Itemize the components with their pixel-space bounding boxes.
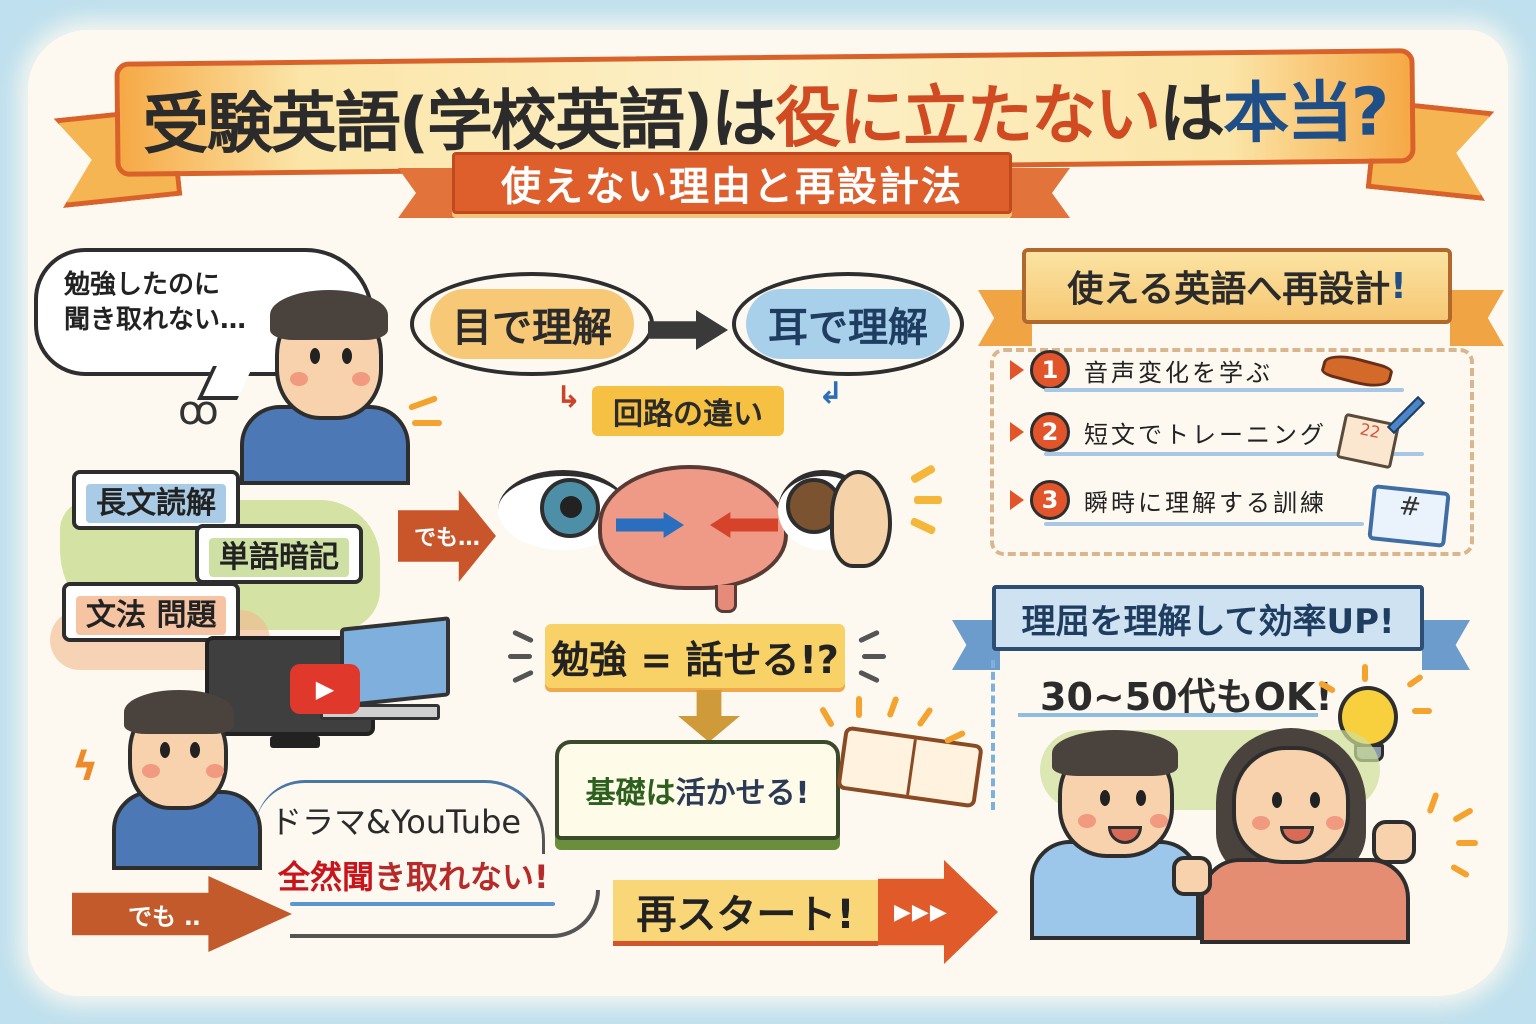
age-ok-label: 30~50代もOK!	[1040, 675, 1333, 719]
cheek	[290, 372, 308, 386]
cheek	[1326, 816, 1344, 830]
study-equals-speak-question: 勉強 = 話せる!?	[545, 624, 845, 688]
fist-icon	[1172, 856, 1212, 896]
speech-line-2: 聞き取れない…	[64, 305, 247, 336]
step-item-2: 2 短文でトレーニング	[1010, 412, 1327, 452]
eye	[342, 348, 352, 364]
eye-understanding-oval: 目で理解	[410, 272, 654, 376]
triangle-bullet-icon	[1010, 360, 1024, 380]
cheek	[1252, 816, 1270, 830]
title-part-really: 本当?	[1222, 72, 1388, 152]
efficiency-banner: 理屈を理解して効率UP!	[992, 585, 1424, 651]
raised-fist-icon	[1372, 820, 1416, 864]
tag-grammar-questions: 文法 問題	[62, 582, 241, 642]
subtitle-banner: 使えない理由と再設計法	[452, 152, 1012, 214]
eye	[190, 742, 200, 758]
cheek	[206, 764, 224, 778]
steps-list-box	[990, 348, 1474, 556]
shock-lightning-icon: ϟ	[72, 744, 99, 790]
dashed-connector	[991, 660, 995, 810]
restart-label: 再スタート!	[613, 880, 878, 946]
circuit-difference-label: 回路の違い	[592, 386, 784, 436]
step-label: 短文でトレーニング	[1084, 420, 1327, 449]
step-item-3: 3 瞬時に理解する訓練	[1010, 480, 1327, 520]
cheek	[1078, 814, 1096, 828]
eye	[1272, 792, 1282, 808]
title-part-particle: は	[1158, 74, 1224, 153]
open-book-basics: 基礎は活かせる!	[555, 740, 840, 840]
triangle-bullet-icon	[1010, 490, 1024, 510]
hair	[124, 690, 234, 734]
tag-vocab-memorization: 単語暗記	[195, 524, 363, 584]
pupil	[560, 496, 582, 518]
step-underline	[1044, 388, 1404, 392]
ear-icon	[830, 470, 892, 568]
eye	[1100, 790, 1110, 806]
subtitle-text: 使えない理由と再設計法	[501, 164, 963, 210]
age-underline	[1018, 713, 1318, 717]
triangle-bullet-icon	[1010, 422, 1024, 442]
head	[1232, 746, 1350, 864]
confusion-swirl-icon: ꝏ	[178, 388, 219, 434]
cardigan	[1200, 858, 1410, 944]
step-number-badge: 2	[1030, 412, 1070, 452]
title-part-useless: 役に立たない	[774, 75, 1160, 157]
cheek	[142, 764, 160, 778]
cheek	[1150, 814, 1168, 828]
step-number-badge: 3	[1030, 480, 1070, 520]
curve-arrow-red-icon: ↳	[556, 380, 582, 415]
video-play-icon: ▶	[290, 664, 360, 714]
hair	[270, 290, 388, 340]
curved-connector	[290, 890, 600, 938]
cant-hear-at-all: 全然聞き取れない!	[278, 858, 549, 896]
speech-line-1: 勉強したのに	[64, 270, 221, 300]
step-label: 音声変化を学ぶ	[1084, 358, 1273, 387]
triple-play-icon: ▶▶▶	[894, 899, 948, 925]
cheek	[352, 372, 370, 386]
eye	[1310, 792, 1320, 808]
ear-understanding-oval: 耳で理解	[732, 272, 964, 376]
step-underline	[1044, 452, 1424, 456]
step-label: 瞬時に理解する訓練	[1084, 488, 1327, 517]
tv-stand	[270, 736, 320, 748]
eye	[310, 348, 320, 364]
step-underline	[1044, 522, 1364, 526]
drama-youtube-label: ドラマ&YouTube	[270, 803, 522, 841]
page-title: 受験英語(学校英語)は役に立たないは本当?	[142, 58, 1388, 167]
hair	[1052, 730, 1178, 776]
redesign-banner: 使える英語へ再設計!	[1022, 248, 1452, 324]
step-number-badge: 1	[1030, 350, 1070, 390]
title-part-exam-english: 受験英語(学校英語)は	[142, 79, 776, 164]
tablet-icon: #	[1367, 484, 1451, 548]
step-item-1: 1 音声変化を学ぶ	[1010, 350, 1273, 390]
brain-stem	[715, 585, 737, 613]
curve-arrow-blue-icon: ↲	[818, 376, 844, 411]
underline-blue	[290, 902, 555, 906]
tag-long-reading: 長文読解	[72, 470, 240, 530]
eye	[1136, 790, 1146, 806]
eye	[160, 742, 170, 758]
